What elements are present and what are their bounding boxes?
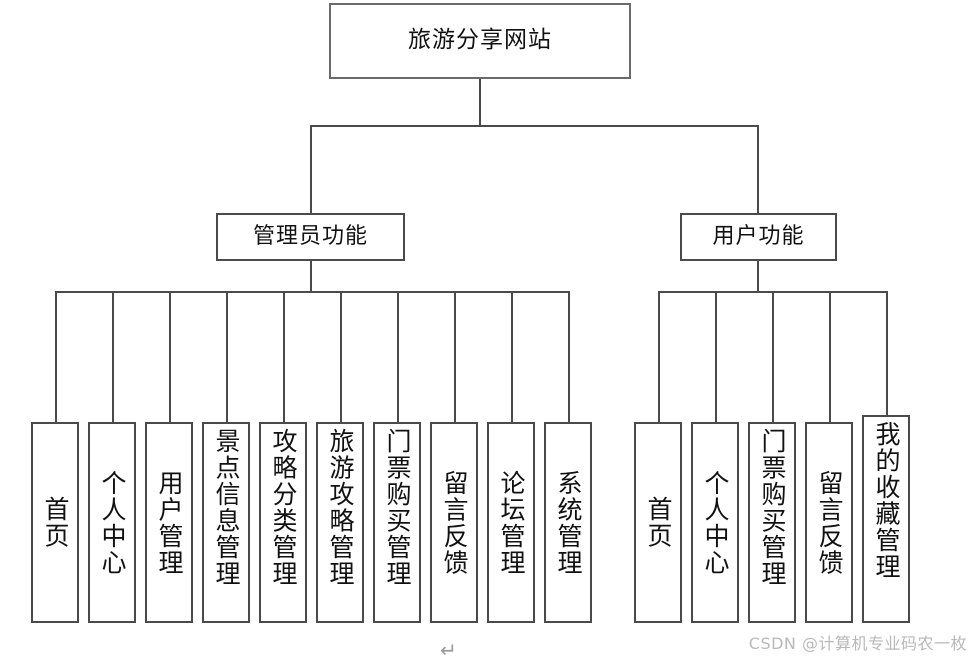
node-leaf-admin-4[interactable]: 攻略分类管理: [259, 422, 307, 623]
node-leaf-user-3-label: 留言反馈: [815, 469, 844, 576]
node-leaf-admin-8[interactable]: 论坛管理: [487, 422, 535, 623]
node-leaf-admin-6-label: 门票购买管理: [383, 428, 412, 587]
node-branch-user-label: 用户功能: [712, 223, 805, 249]
connector-admin-drop-3: [226, 291, 228, 422]
node-leaf-user-2-label: 门票购买管理: [758, 428, 787, 587]
node-branch-user[interactable]: 用户功能: [680, 213, 837, 261]
node-leaf-user-0-label: 首页: [644, 496, 673, 549]
node-leaf-admin-0-label: 首页: [41, 496, 70, 549]
connector-drop-admin: [310, 125, 312, 214]
connector-admin-drop-9: [568, 291, 570, 422]
node-leaf-admin-2[interactable]: 用户管理: [145, 422, 193, 623]
node-leaf-admin-2-label: 用户管理: [155, 469, 184, 576]
connector-admin-drop-4: [283, 291, 285, 422]
watermark-text: CSDN @计算机专业码农一枚: [748, 634, 967, 653]
node-branch-admin[interactable]: 管理员功能: [216, 213, 405, 261]
node-leaf-admin-3-label: 景点信息管理: [212, 428, 241, 587]
connector-level1-bus: [310, 125, 759, 127]
connector-admin-drop-8: [511, 291, 513, 422]
node-root-label: 旅游分享网站: [408, 27, 552, 54]
node-leaf-admin-9-label: 系统管理: [554, 469, 583, 576]
node-leaf-user-1-label: 个人中心: [701, 469, 730, 576]
connector-user-drop-0: [658, 291, 660, 422]
node-leaf-user-4-label: 我的收藏管理: [872, 421, 901, 580]
connector-admin-drop-1: [112, 291, 114, 422]
node-leaf-admin-8-label: 论坛管理: [497, 469, 526, 576]
node-leaf-admin-1[interactable]: 个人中心: [88, 422, 136, 623]
connector-admin-drop-5: [340, 291, 342, 422]
connector-admin-bus: [55, 291, 569, 293]
node-leaf-user-4[interactable]: 我的收藏管理: [862, 415, 910, 623]
node-leaf-admin-1-label: 个人中心: [98, 469, 127, 576]
connector-user-drop-2: [772, 291, 774, 422]
connector-user-drop-3: [829, 291, 831, 422]
connector-admin-drop-7: [454, 291, 456, 422]
node-leaf-admin-9[interactable]: 系统管理: [544, 422, 592, 623]
connector-root-stem: [479, 79, 481, 126]
connector-user-drop-1: [715, 291, 717, 422]
node-leaf-admin-7-label: 留言反馈: [440, 469, 469, 576]
node-leaf-admin-6[interactable]: 门票购买管理: [373, 422, 421, 623]
node-leaf-admin-5[interactable]: 旅游攻略管理: [316, 422, 364, 623]
node-root[interactable]: 旅游分享网站: [329, 3, 631, 79]
node-leaf-user-2[interactable]: 门票购买管理: [748, 422, 796, 623]
connector-admin-drop-0: [55, 291, 57, 422]
connector-drop-user: [757, 125, 759, 214]
node-leaf-user-3[interactable]: 留言反馈: [805, 422, 853, 623]
node-leaf-admin-7[interactable]: 留言反馈: [430, 422, 478, 623]
connector-admin-drop-6: [397, 291, 399, 422]
node-leaf-admin-5-label: 旅游攻略管理: [326, 428, 355, 587]
connector-user-drop-4: [886, 291, 888, 422]
connector-user-stem: [757, 261, 759, 292]
node-leaf-admin-4-label: 攻略分类管理: [269, 428, 298, 587]
node-leaf-user-1[interactable]: 个人中心: [691, 422, 739, 623]
paragraph-mark-icon: ↵: [440, 638, 457, 662]
connector-admin-stem: [310, 261, 312, 292]
node-leaf-user-0[interactable]: 首页: [634, 422, 682, 623]
node-branch-admin-label: 管理员功能: [252, 223, 368, 249]
node-leaf-admin-0[interactable]: 首页: [31, 422, 79, 623]
node-leaf-admin-3[interactable]: 景点信息管理: [202, 422, 250, 623]
connector-admin-drop-2: [169, 291, 171, 422]
